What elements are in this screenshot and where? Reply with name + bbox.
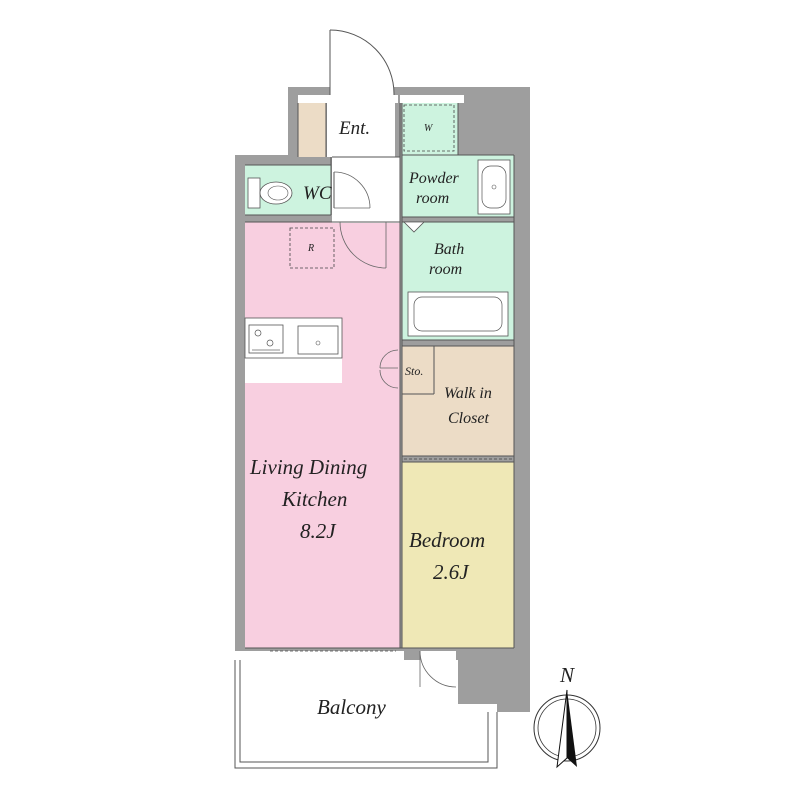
- storage-floor-top: [402, 346, 434, 394]
- label-ldk-2: Kitchen: [281, 487, 347, 511]
- label-wc: WC: [303, 183, 332, 204]
- label-bedroom: Bedroom: [409, 528, 485, 552]
- label-ldk-1: Living Dining: [249, 455, 367, 479]
- entrance-hall: [327, 103, 395, 157]
- north-compass: N: [533, 663, 601, 769]
- label-walk-in-closet-2: Closet: [448, 410, 489, 427]
- room-floors: [245, 103, 514, 648]
- entrance-door: [329, 29, 395, 96]
- storage-door: [379, 349, 399, 389]
- label-powder-room-1: Powder: [408, 170, 460, 187]
- label-powder-room-2: room: [416, 190, 449, 207]
- doors: [270, 29, 512, 688]
- washer-space: [403, 104, 455, 152]
- label-entrance: Ent.: [338, 118, 370, 139]
- ldk-floor: [245, 222, 400, 648]
- washbasin-icon: [477, 159, 511, 215]
- label-refrigerator: R: [307, 243, 314, 254]
- label-ldk-size: 8.2J: [300, 519, 337, 543]
- balcony: [234, 660, 498, 769]
- refrigerator-space: [289, 227, 335, 269]
- wc-door: [333, 171, 371, 209]
- label-storage: Sto.: [405, 364, 423, 378]
- kitchen-sink-icon: [297, 325, 339, 355]
- kitchen-counter: [245, 318, 342, 383]
- bathtub-icon: [407, 291, 509, 337]
- label-bath-room-2: room: [429, 261, 462, 278]
- toilet-icon: [247, 177, 293, 209]
- fixtures: [244, 104, 511, 359]
- bedroom-floor: [402, 462, 514, 648]
- label-walk-in-closet-1: Walk in: [444, 385, 492, 402]
- room-labels: Ent. WC Powder room Bath room Sto. Walk …: [249, 118, 492, 719]
- interior-walls: [245, 95, 515, 649]
- ldk-door: [339, 221, 387, 269]
- entrance-step: [298, 103, 326, 157]
- corridor: [332, 157, 400, 223]
- label-balcony: Balcony: [317, 695, 386, 719]
- compass-needle-icon: [567, 690, 577, 767]
- kitchen-stove-icon: [248, 324, 284, 354]
- label-washer: W: [424, 123, 434, 134]
- bath-door-marker: [403, 221, 425, 233]
- label-bath-room-1: Bath: [434, 241, 464, 258]
- balcony-door: [419, 650, 457, 688]
- label-bedroom-size: 2.6J: [433, 560, 470, 584]
- compass-north-label: N: [559, 663, 575, 687]
